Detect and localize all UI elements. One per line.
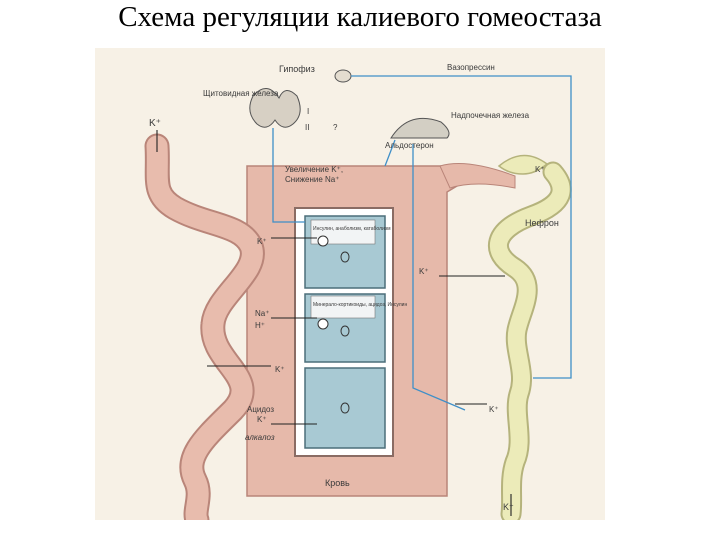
k-secretion-label: K⁺ <box>489 405 499 414</box>
adrenal-gland <box>390 118 450 139</box>
k-nephron-label: K⁺ <box>535 165 545 174</box>
adrenal-path <box>384 139 396 167</box>
transport-arrows <box>156 130 512 516</box>
nephron-tube-fill <box>489 163 570 520</box>
k-to-nephron-label: K⁺ <box>419 267 429 276</box>
thyroid-gland <box>249 88 301 128</box>
panel-fold <box>439 163 516 189</box>
k-cell-label: K⁺ <box>257 237 267 246</box>
decrease-na-label: Снижение Na⁺ <box>285 175 339 184</box>
nucleus-1 <box>340 251 350 263</box>
na-cell-label: Na⁺ <box>255 309 269 318</box>
increase-k-label: Увеличение K⁺, <box>285 165 343 174</box>
vasopressin-path <box>351 75 572 379</box>
marker-q: ? <box>333 123 338 132</box>
nucleus-3 <box>340 402 350 414</box>
aldosterone-label: Альдостерон <box>385 141 434 150</box>
pump-1 <box>317 235 329 247</box>
thyroid-path <box>272 128 305 223</box>
nephron-label: Нефрон <box>525 218 559 228</box>
marker-ii: II <box>305 123 309 132</box>
cell1-text-a: Инсулин, анаболизм, катаболизм <box>313 226 391 232</box>
hypophysis-gland <box>334 69 352 83</box>
cell-3 <box>304 367 386 449</box>
h-cell-label: H⁺ <box>255 321 265 330</box>
thyroid-label: Щитовидная железа <box>203 89 279 98</box>
k-acidosis-label: K⁺ <box>257 415 267 424</box>
slide-title: Схема регуляции калиевого гомеостаза <box>118 1 602 33</box>
potassium-homeostasis-diagram: Гипофиз Щитовидная железа Вазопрессин На… <box>95 48 605 520</box>
acidosis-label: Ацидоз <box>247 405 274 414</box>
k-absorb-label: K⁺ <box>275 365 285 374</box>
nucleus-2 <box>340 325 350 337</box>
adrenal-label: Надпочечная железа <box>451 111 530 120</box>
k-intake-label: K⁺ <box>149 118 161 129</box>
nephron-capsule <box>497 154 549 175</box>
intestine-tube-fill <box>146 135 263 520</box>
vasopressin-label: Вазопрессин <box>447 63 495 72</box>
k-out-label: K⁺ <box>503 502 514 512</box>
regulation-arrows <box>272 75 572 411</box>
alkalosis-label: алкалоз <box>245 433 275 442</box>
hypophysis-label: Гипофиз <box>279 64 315 74</box>
aldosterone-path <box>412 144 466 411</box>
pump-2 <box>317 318 329 330</box>
cell-2-text-box <box>310 295 376 319</box>
blood-label: Кровь <box>325 478 350 488</box>
marker-i: I <box>307 107 309 116</box>
cell2-text-a: Минерало-кортикоиды, ацидоз, Инсулин <box>313 302 407 308</box>
